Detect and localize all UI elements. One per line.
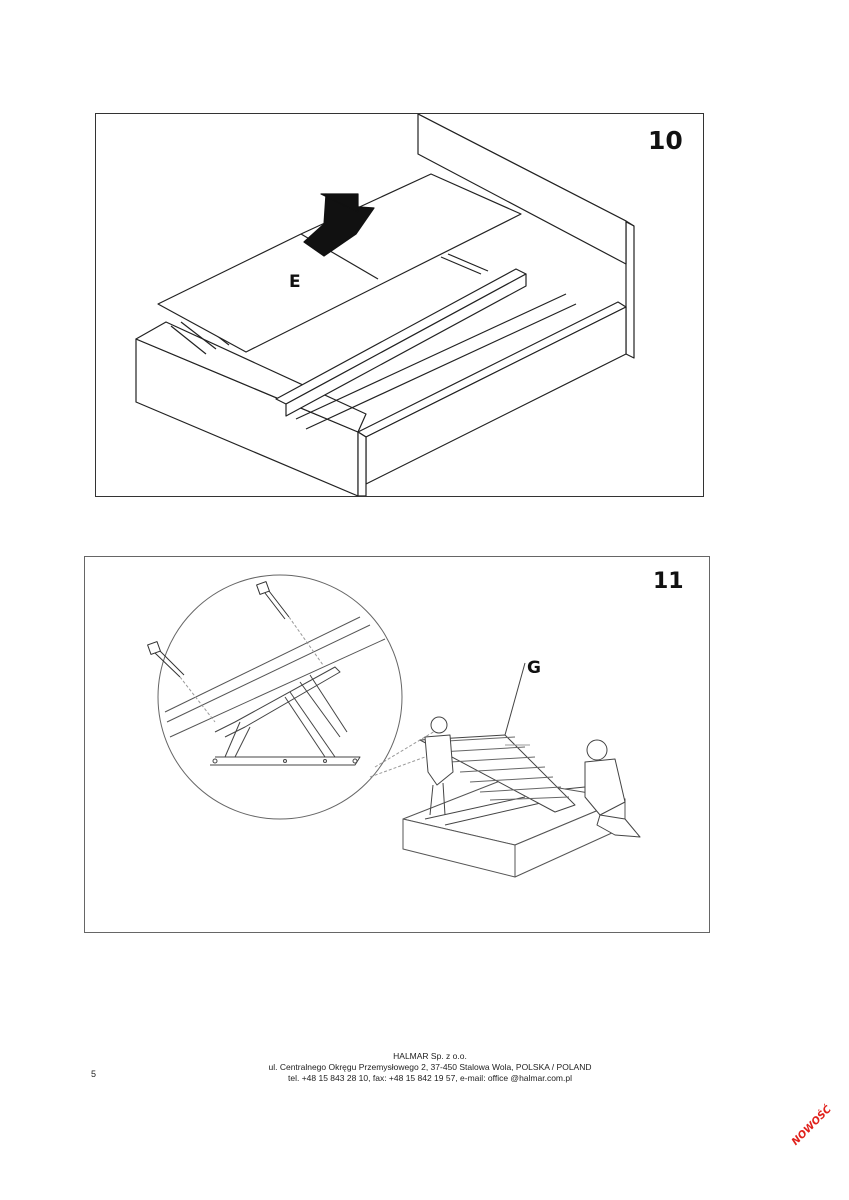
step-11-lift-illustration [147, 574, 641, 878]
part-label-e: E [289, 272, 301, 292]
step-10-bed-illustration [135, 114, 635, 496]
step-number: 11 [653, 569, 684, 594]
company-footer: HALMAR Sp. z o.o. ul. Centralnego Okręgu… [150, 1051, 710, 1084]
new-badge: NOWOŚĆ [790, 1103, 834, 1148]
step-10-panel: 10 E [95, 113, 704, 497]
part-label-g: G [527, 658, 541, 678]
company-address: ul. Centralnego Okręgu Przemysłowego 2, … [268, 1062, 592, 1072]
step-11-panel: 11 G [84, 556, 710, 933]
step-number: 10 [648, 126, 683, 155]
page-number: 5 [91, 1069, 97, 1079]
company-name: HALMAR Sp. z o.o. [393, 1051, 467, 1061]
company-contact: tel. +48 15 843 28 10, fax: +48 15 842 1… [288, 1073, 572, 1083]
